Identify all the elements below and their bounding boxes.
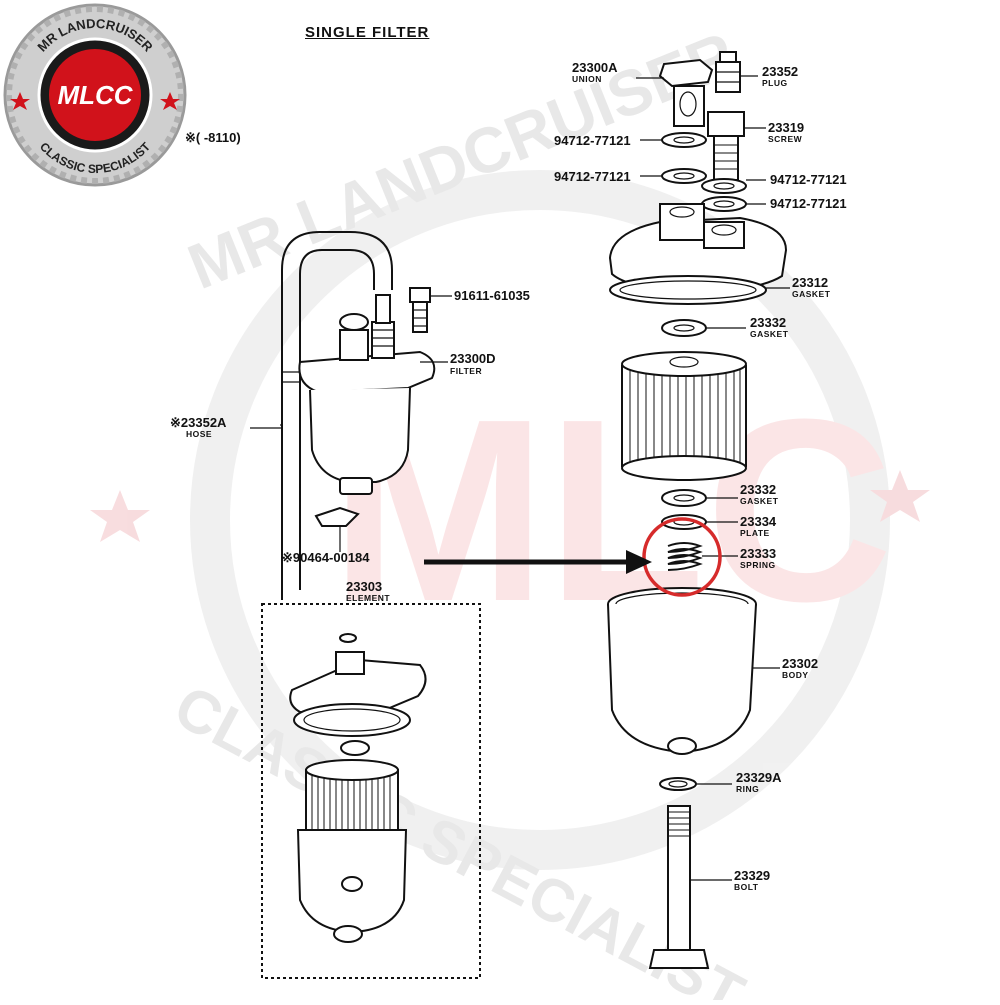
logo-center-text: MLCC (57, 80, 133, 110)
spring-part (667, 542, 703, 571)
label-washer-d: 94712-77121 (770, 196, 847, 211)
label-gasket-top-name: GASKET (792, 289, 831, 299)
label-union-name: UNION (572, 74, 602, 84)
label-spring-name: SPRING (740, 560, 776, 570)
label-washer-a: 94712-77121 (554, 133, 631, 148)
hose-drawing (280, 231, 393, 600)
label-element-name: ELEMENT (346, 593, 390, 603)
date-note: ※( -8110) (185, 130, 241, 145)
watermark-star-right (870, 470, 930, 522)
label-spring-code: 23333 (740, 546, 776, 561)
label-body-code: 23302 (782, 656, 818, 671)
label-hose-code: ※23352A (170, 415, 227, 430)
page-title: SINGLE FILTER (305, 24, 430, 41)
label-element-code: 23303 (346, 579, 382, 594)
logo-red-disc (49, 49, 141, 141)
part-labels: 23300A UNION 23352 PLUG 23319 SCREW 9471… (170, 60, 847, 892)
label-plate-code: 23334 (740, 514, 777, 529)
label-bolt-name: BOLT (734, 882, 759, 892)
label-bolt-code: 23329 (734, 868, 770, 883)
watermark: MR LANDCRUISER CLASSIC SPECIALIST MLC (90, 18, 930, 1005)
label-bolt-left-code: 91611-61035 (454, 288, 530, 303)
exploded-stack (607, 51, 788, 969)
label-screw-name: SCREW (768, 134, 803, 144)
label-gasket-upper-code: 23332 (750, 315, 786, 330)
label-plug-name: PLUG (762, 78, 788, 88)
label-union-code: 23300A (572, 60, 618, 75)
label-gasket-lower-name: GASKET (740, 496, 779, 506)
element-box (261, 603, 481, 979)
label-body-name: BODY (782, 670, 809, 680)
label-screw-code: 23319 (768, 120, 804, 135)
brand-logo: MLCC MR LANDCRUISER CLASSIC SPECIALIST (3, 3, 187, 187)
label-gasket-upper-name: GASKET (750, 329, 789, 339)
label-washer-b: 94712-77121 (554, 169, 631, 184)
logo-star-left (10, 92, 30, 110)
watermark-star-left (90, 490, 150, 542)
spring-highlight (642, 517, 722, 597)
label-plate-name: PLATE (740, 528, 770, 538)
label-gasket-top-code: 23312 (792, 275, 828, 290)
label-clip-code: ※90464-00184 (282, 550, 370, 565)
label-gasket-lower-code: 23332 (740, 482, 776, 497)
logo-star-right (160, 92, 180, 110)
label-ring-name: RING (736, 784, 759, 794)
label-filter-code: 23300D (450, 351, 496, 366)
label-hose-name: HOSE (186, 429, 212, 439)
label-washer-c: 94712-77121 (770, 172, 847, 187)
label-filter-name: FILTER (450, 366, 482, 376)
pointer-arrow (424, 550, 652, 574)
label-ring-code: 23329A (736, 770, 782, 785)
label-plug-code: 23352 (762, 64, 798, 79)
filter-assembly-drawing (298, 287, 436, 545)
